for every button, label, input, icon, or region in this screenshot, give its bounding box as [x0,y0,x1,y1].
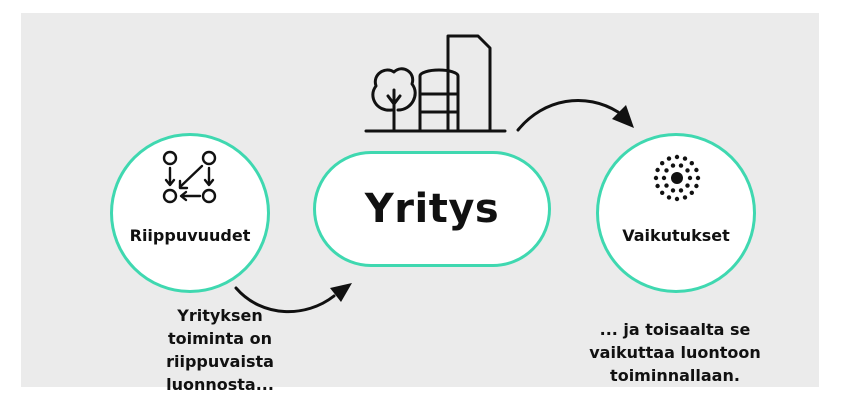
right-caption-line: vaikuttaa luontoon [589,343,761,362]
impact-dot [660,161,665,166]
impact-dot [661,175,667,181]
impact-dot [678,188,684,193]
impact-dot [664,168,669,173]
dependency-network-icon [162,150,217,204]
impact-dot [689,190,694,195]
left-caption-line: toiminta on [167,329,273,348]
impact-dot [678,163,684,168]
left-caption-line: Yrityksen [177,306,263,325]
impact-dot [670,188,676,193]
dependencies-node [110,133,270,293]
impact-dot [674,154,680,160]
flow-arrows [234,99,634,314]
arrow-to-impacts-head [612,105,634,128]
dependencies-label: Riippuvuudet [129,226,251,245]
right-caption-line: toiminnallaan. [610,366,740,385]
impact-dot [694,167,699,173]
city-buildings-tree-icon [364,34,507,133]
impact-dot [655,167,660,173]
arrow-to-company [234,286,336,314]
impact-dot [670,163,676,168]
impact-dot [682,195,688,200]
impact-dot [655,183,660,189]
radiating-dots-icon [653,154,701,202]
right-caption: ... ja toisaalta se vaikuttaa luontoon t… [570,318,780,387]
impact-dot [674,196,680,202]
impact-dot [695,175,701,181]
company-label: Yritys [364,186,500,232]
left-caption: Yrityksen toiminta on riippuvaista luonn… [120,304,320,396]
impacts-node [596,133,756,293]
impact-dot [685,183,690,188]
impact-dot [687,175,693,181]
arrow-to-impacts [516,99,620,132]
right-caption-line: ... ja toisaalta se [599,320,751,339]
arrow-to-company-head [330,283,352,302]
impact-dot [685,168,690,173]
impact-dot [682,156,688,161]
company-node: Yritys [313,151,551,267]
impact-dot [694,183,699,189]
impact-dot [666,156,672,161]
impact-dot [664,183,669,188]
impact-dot [666,195,672,200]
impact-dot [653,175,659,181]
impacts-label: Vaikutukset [622,226,730,245]
left-caption-line: riippuvaista luonnosta... [166,352,274,394]
impact-dot [689,161,694,166]
impact-dot [660,190,665,195]
